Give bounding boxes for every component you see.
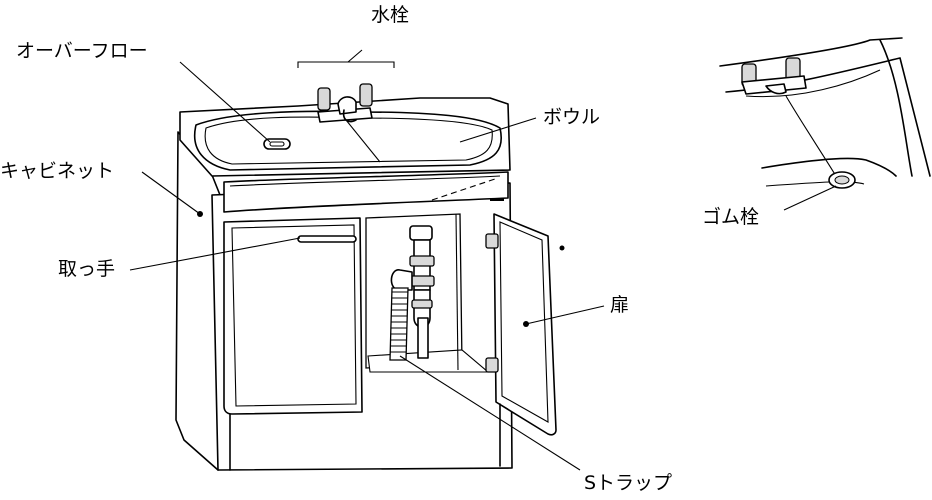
label-bowl: ボウル	[543, 106, 601, 128]
label-handle: 取っ手	[58, 258, 116, 280]
label-door: 扉	[610, 294, 630, 316]
s-trap-pipe	[389, 225, 435, 361]
leader-lines	[129, 49, 837, 471]
label-s-trap: Sトラップ	[584, 472, 673, 494]
overflow-hole	[263, 138, 291, 150]
faucet-right-knob	[359, 83, 373, 107]
left-door	[223, 217, 363, 415]
rubber-plug-inset	[719, 37, 931, 189]
label-faucet: 水栓	[371, 4, 410, 26]
apron	[223, 171, 509, 213]
label-cabinet: キャビネット	[0, 160, 115, 182]
bowl-rim	[193, 110, 502, 171]
faucet-left-knob	[317, 87, 331, 111]
vanity-unit	[175, 83, 565, 471]
hinge-bottom	[485, 357, 499, 373]
door-handle	[297, 235, 357, 243]
label-rubber-plug: ゴム栓	[702, 206, 760, 228]
label-overflow: オーバーフロー	[16, 40, 148, 62]
hinge-top	[485, 233, 499, 249]
